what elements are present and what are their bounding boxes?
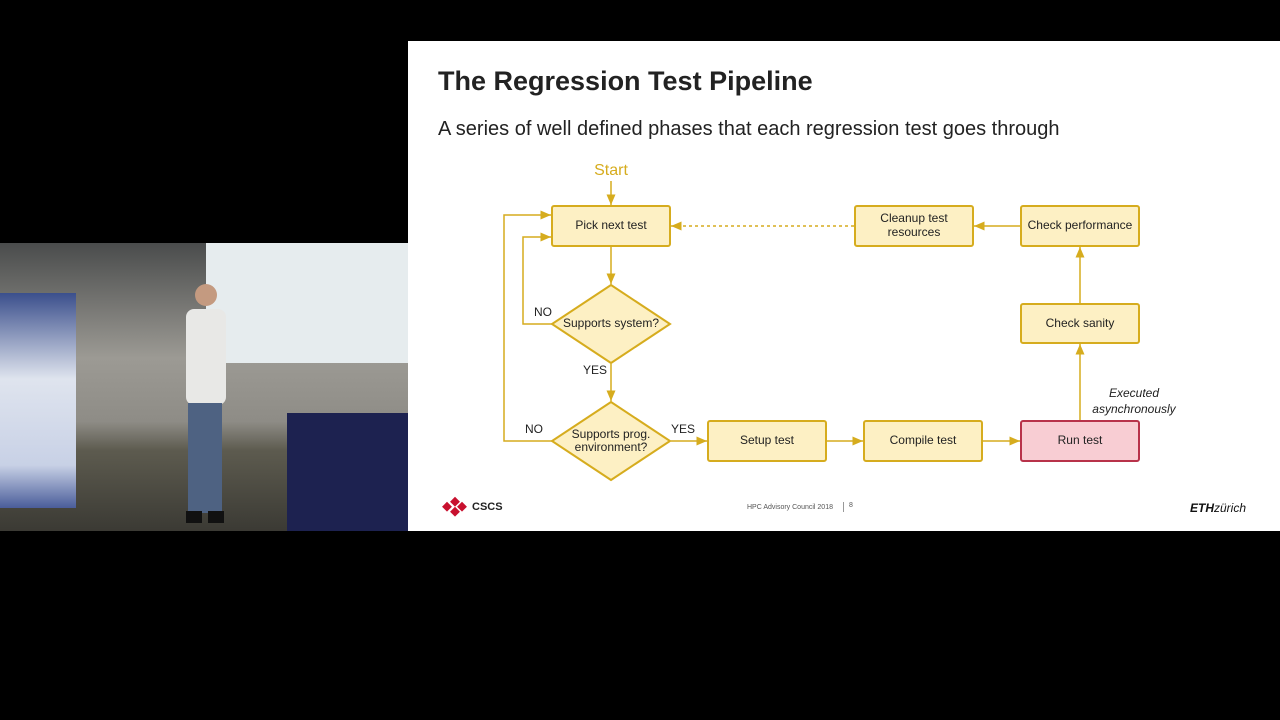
pick-label: Pick next test: [575, 218, 647, 232]
node-check-sanity: [1020, 303, 1140, 344]
perf-label: Check performance: [1028, 218, 1133, 232]
eth-logo-text: zürich: [1214, 501, 1247, 515]
node-cleanup: [854, 205, 974, 247]
eth-logo: ETHzürich: [1190, 501, 1246, 515]
node-check-performance: [1020, 205, 1140, 247]
no-label-1: NO: [534, 305, 552, 319]
slide-subtitle: A series of well defined phases that eac…: [438, 118, 1060, 140]
compile-label: Compile test: [890, 433, 957, 447]
node-pick-next-test: [551, 205, 671, 247]
node-supports-prog-env: [550, 400, 672, 482]
edge-prog-no: [503, 210, 552, 442]
cleanup-label-2: resources: [888, 225, 941, 239]
eth-logo-bold: ETH: [1190, 501, 1214, 515]
node-compile-test: [863, 420, 983, 462]
start-label: Start: [594, 162, 628, 179]
presenter-table: [287, 413, 408, 531]
speaker-camera-feed: [0, 243, 408, 531]
run-label: Run test: [1058, 433, 1103, 447]
speaker: [186, 284, 226, 523]
cscs-logo-text: CSCS: [472, 501, 503, 513]
projector-screen: [206, 243, 408, 363]
node-setup-test: [707, 420, 827, 462]
system-label: Supports system?: [563, 316, 659, 330]
no-label-2: NO: [525, 422, 543, 436]
sanity-label: Check sanity: [1046, 316, 1115, 330]
note-line-1: Executed: [1109, 386, 1159, 400]
slide-title: The Regression Test Pipeline: [438, 66, 813, 96]
footer-event: HPC Advisory Council 2018: [747, 504, 833, 511]
setup-label: Setup test: [740, 433, 795, 447]
prog-label-2: environment?: [575, 440, 648, 454]
prog-label-1: Supports prog.: [572, 427, 651, 441]
yes-label-2: YES: [671, 422, 695, 436]
edge-system-no: [522, 232, 552, 325]
cscs-logo-icon: [442, 496, 467, 517]
footer-page-number: 8: [843, 502, 853, 512]
node-supports-system: [550, 283, 672, 365]
conference-banner: [0, 293, 76, 508]
cleanup-label-1: Cleanup test: [880, 211, 948, 225]
yes-label-1: YES: [583, 363, 607, 377]
note-line-2: asynchronously: [1092, 402, 1176, 416]
node-run-test: [1020, 420, 1140, 462]
